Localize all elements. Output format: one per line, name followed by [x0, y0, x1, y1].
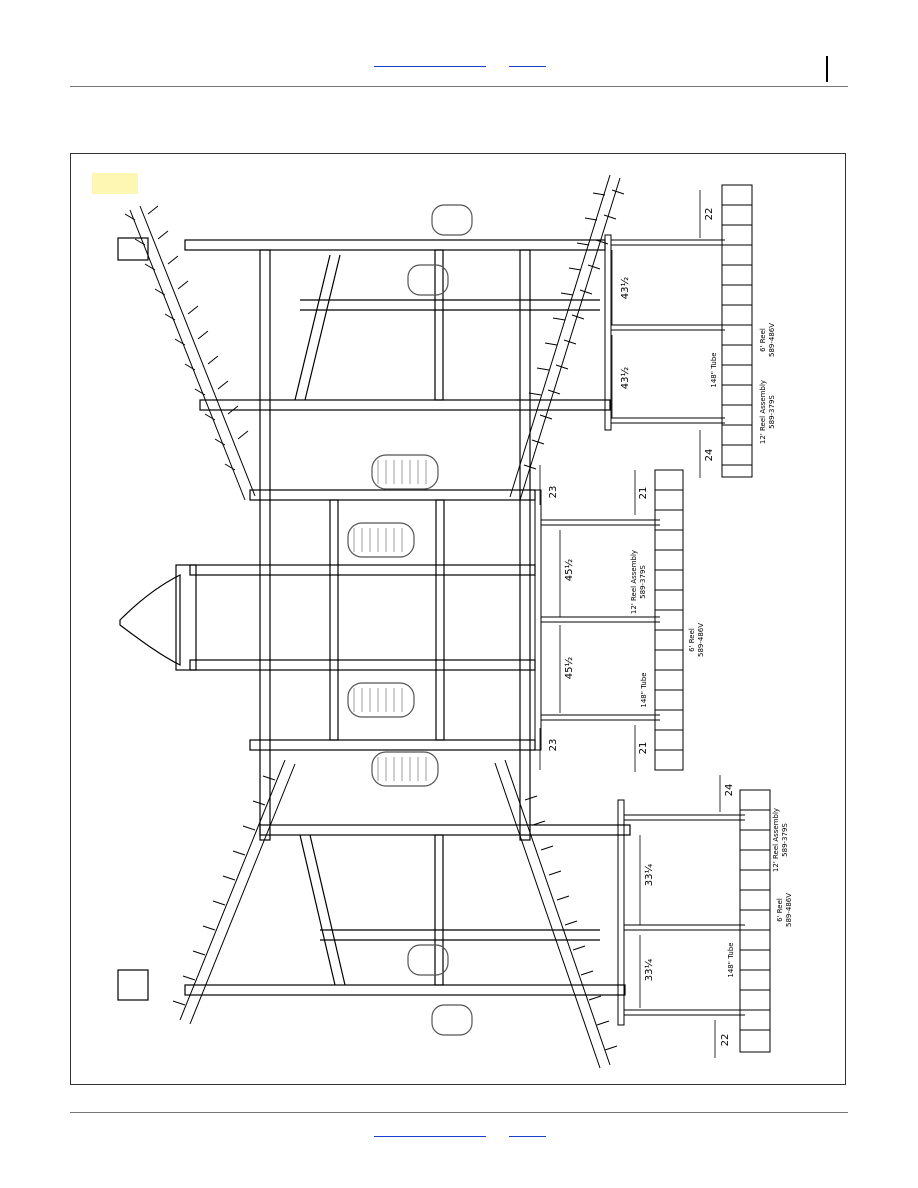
- reel6-bottom-pn: 589-486V: [785, 893, 793, 927]
- reel-top: [721, 184, 753, 478]
- dim-43-top: 43½: [619, 276, 631, 299]
- dim-45-a: 45½: [563, 558, 575, 581]
- dim-22-top: 22: [704, 208, 715, 221]
- reel12-top-label: 12' Reel Assembly: [759, 380, 767, 444]
- tires: [347, 204, 473, 1036]
- footer-rule: [70, 1112, 848, 1113]
- reel-arms-top: [604, 234, 725, 431]
- reel-bottom: [739, 789, 771, 1053]
- dim-23-center-top: 23: [548, 486, 559, 499]
- footer-link-secondary[interactable]: [509, 1128, 546, 1137]
- reel6-top-label: 6' Reel: [759, 328, 767, 352]
- header-margin-bar: [826, 56, 828, 82]
- reel6-center-label: 6' Reel: [688, 628, 696, 652]
- upper-left-disc-gang: [124, 205, 256, 501]
- tube-bottom-label: 148" Tube: [727, 942, 735, 977]
- tube-center-label: 148" Tube: [640, 672, 648, 707]
- reel6-center-pn: 589-486V: [697, 623, 705, 657]
- figure-highlight-tag: [92, 173, 138, 194]
- dim-33-a: 33¼: [643, 863, 655, 886]
- dim-43-mid: 43½: [619, 366, 631, 389]
- lower-right-disc-gang: [494, 759, 618, 1069]
- reel-arms-center: [534, 489, 660, 751]
- reel12-bottom-pn: 589-379S: [781, 823, 789, 857]
- dim-24-bottom: 24: [724, 784, 735, 797]
- reel12-center-label: 12' Reel Assembly: [630, 550, 638, 614]
- dim-22-bottom: 22: [720, 1034, 731, 1047]
- reel6-bottom-label: 6' Reel: [776, 898, 784, 922]
- header-link-primary[interactable]: [374, 58, 486, 67]
- reel12-top-pn: 589-379S: [768, 395, 776, 429]
- dim-21-center-bottom: 21: [638, 742, 649, 755]
- dimension-labels: 22 43½ 43½ 24 21 23 45½ 45½ 21 23 24 33¼…: [548, 208, 735, 1047]
- part-callouts: 6' Reel 589-486V 148" Tube 12' Reel Asse…: [630, 323, 793, 978]
- reel6-top-pn: 589-486V: [768, 323, 776, 357]
- reel12-center-pn: 589-379S: [639, 565, 647, 599]
- reel-center: [654, 469, 684, 771]
- header-rule: [70, 86, 848, 87]
- lower-left-disc-gang: [172, 759, 296, 1025]
- footer-link-primary[interactable]: [374, 1128, 486, 1137]
- dim-33-b: 33¼: [643, 958, 655, 981]
- tube-top-label: 148" Tube: [710, 352, 718, 387]
- hitch-tongue: [117, 237, 197, 1001]
- figure-frame: [70, 153, 846, 1085]
- reel-arms-bottom: [617, 799, 745, 1026]
- dim-21-center-top: 21: [638, 487, 649, 500]
- upper-right-disc-gang: [509, 174, 625, 501]
- dim-23-center-bottom: 23: [548, 739, 559, 752]
- reel12-bottom-label: 12' Reel Assembly: [772, 808, 780, 872]
- header-link-secondary[interactable]: [509, 58, 546, 67]
- dim-45-b: 45½: [563, 656, 575, 679]
- dim-24-top: 24: [704, 449, 715, 462]
